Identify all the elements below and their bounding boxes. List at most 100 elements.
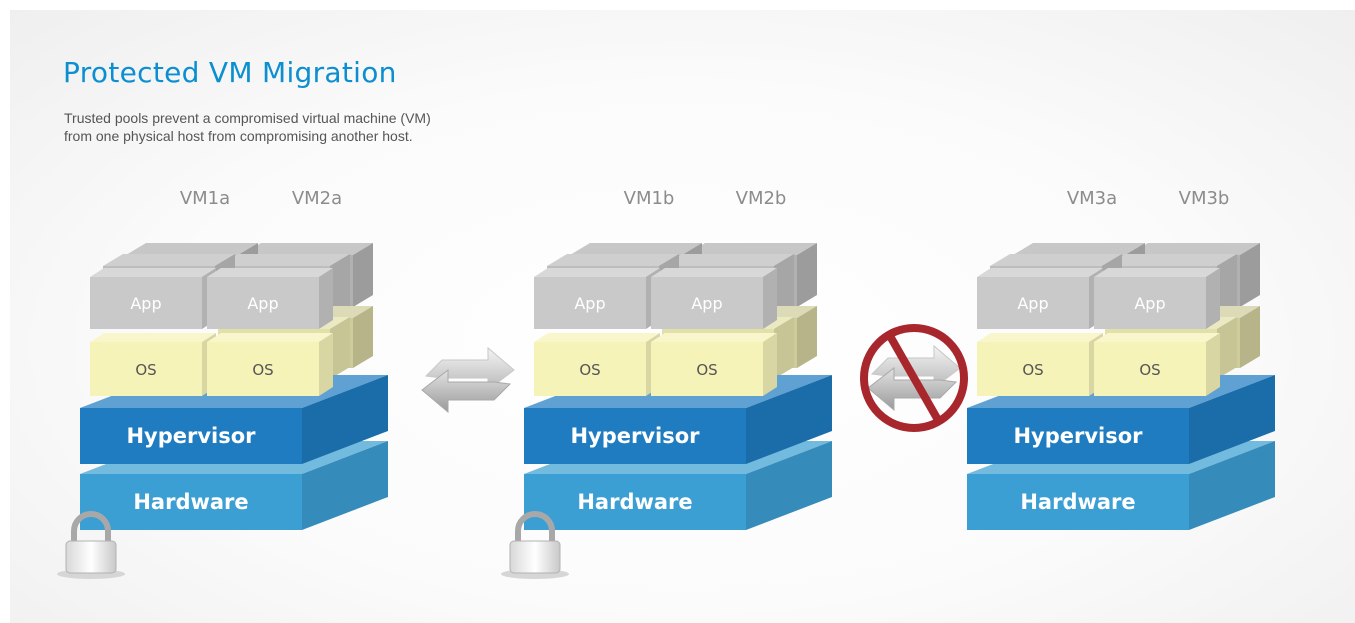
- host-1-hardware-label: Hardware: [133, 490, 248, 514]
- host-1-app-back-1-0-top: [103, 254, 235, 266]
- page-subtitle: Trusted pools prevent a compromised virt…: [64, 109, 584, 145]
- host-2-os-block-2-front: [651, 342, 763, 396]
- host-1-app-block-2-front: [207, 277, 319, 329]
- host-1-os-block-1-front: [90, 342, 202, 396]
- host-3-app-back-2-1-side: [1240, 243, 1260, 307]
- host-3-os-block-1: [977, 333, 1103, 396]
- host-3-app-block-2-top: [1094, 268, 1220, 277]
- host-1-os-block-2-top: [207, 333, 333, 342]
- host-2-hardware-layer-front: [524, 474, 746, 530]
- host-1-os-block-2: [207, 333, 333, 396]
- host-2-app-block-1-front: [534, 277, 646, 329]
- host-1-app-block-2: [207, 268, 333, 329]
- host-1-os-block-1-top: [90, 333, 216, 342]
- host-1-hardware-layer-front: [80, 474, 302, 530]
- host-3-hypervisor-label: Hypervisor: [1013, 424, 1143, 448]
- host-2-hypervisor-layer-side: [746, 375, 832, 464]
- host-2-app-block-2-side: [763, 268, 777, 329]
- host-2-app-back-2-1-side: [797, 243, 817, 307]
- host-3-app-back-1-1-side: [1217, 254, 1237, 318]
- migration-1-bidirectional-arrow-icon-right-head: [424, 346, 515, 392]
- host-1-os-back-1-side: [330, 317, 350, 379]
- host-1-padlock-icon: [57, 511, 125, 579]
- host-3-hardware-layer-front: [967, 474, 1189, 530]
- host-1-app-back-2-0-top: [126, 243, 258, 255]
- vm-label-vm2b: VM2b: [736, 188, 787, 209]
- host-2-app-back-1-0-top: [547, 254, 679, 266]
- vm-label-vm3b: VM3b: [1179, 188, 1230, 209]
- host-3-os-block-1-front: [977, 342, 1089, 396]
- host-2-os-block-2-top: [651, 333, 777, 342]
- host-3-app-block-1: [977, 268, 1103, 329]
- host-1-app-back-1-1-side: [330, 254, 350, 318]
- host-1-app-block-1-top: [90, 268, 216, 277]
- host-3-app-block-2-front: [1094, 277, 1206, 329]
- host-2-os-block-1-top: [534, 333, 660, 342]
- host-1-app-block-1-front: [90, 277, 202, 329]
- host-3-app-block-1-top: [977, 268, 1103, 277]
- host-2-app-block-2-front: [651, 277, 763, 329]
- host-1-app-block-2-side: [319, 268, 333, 329]
- vm-label-vm1b: VM1b: [624, 188, 675, 209]
- host-3-os-label-1: OS: [1022, 361, 1043, 379]
- subtitle-line-1: Trusted pools prevent a compromised virt…: [64, 110, 431, 126]
- host-2-hardware-label: Hardware: [577, 490, 692, 514]
- page-title: Protected VM Migration: [63, 56, 397, 89]
- host-3-os-block-2-front: [1094, 342, 1206, 396]
- host-2-os-back-2-side: [797, 306, 817, 368]
- host-2-app-block-2: [651, 268, 777, 329]
- host-1-hypervisor-layer-front: [80, 408, 302, 464]
- host-2-hypervisor-layer-front: [524, 408, 746, 464]
- padlock-shackle: [515, 511, 555, 543]
- host-3-hypervisor-layer-side: [1189, 375, 1275, 464]
- host-1-os-block-2-side: [319, 333, 333, 396]
- vm-label-vm1a: VM1a: [180, 188, 230, 209]
- host-3-app-back-2-1-top: [1128, 243, 1260, 255]
- host-3-os-back-1-side: [1217, 317, 1237, 379]
- host-3-app-back-1-0-top: [990, 254, 1122, 266]
- host-2-os-label-1: OS: [579, 361, 600, 379]
- host-3-os-block-2-side: [1206, 333, 1220, 396]
- host-2-app-label-1: App: [574, 294, 605, 313]
- host-1-os-label-1: OS: [135, 361, 156, 379]
- host-2-app-back-1-1-top: [662, 254, 794, 266]
- host-1-hardware-layer-side: [302, 441, 388, 530]
- host-1-os-block-2-front: [207, 342, 319, 396]
- host-2-os-back-1-side: [774, 317, 794, 379]
- host-2-app-block-1: [534, 268, 660, 329]
- padlock-body: [509, 540, 561, 574]
- host-1-app-back-2-1-top: [241, 243, 373, 255]
- host-2-app-block-2-top: [651, 268, 777, 277]
- host-2-app-back-2-1-top: [685, 243, 817, 255]
- host-3-app-back-1-1-top: [1105, 254, 1237, 266]
- migration-1-bidirectional-arrow-icon: [421, 346, 515, 414]
- host-3-hardware-label: Hardware: [1020, 490, 1135, 514]
- migration-2-prohibited-icon: [860, 324, 968, 432]
- host-1-app-label-1: App: [130, 294, 161, 313]
- prohibited-slash: [886, 334, 942, 422]
- host-3-hardware-layer-side: [1189, 441, 1275, 530]
- host-2-padlock-icon: [501, 511, 569, 579]
- host-2-app-block-1-top: [534, 268, 660, 277]
- host-2-app-back-2-0-top: [570, 243, 702, 255]
- host-1-app-back-1-1-top: [218, 254, 350, 266]
- migration-1-bidirectional-arrow-icon-left-head: [421, 368, 512, 414]
- host-2-app-label-2: App: [691, 294, 722, 313]
- host-3-app-block-1-front: [977, 277, 1089, 329]
- host-2-hypervisor-label: Hypervisor: [570, 424, 700, 448]
- host-3-hypervisor-layer-front: [967, 408, 1189, 464]
- host-2-os-block-1-front: [534, 342, 646, 396]
- vm-label-vm2a: VM2a: [292, 188, 342, 209]
- host-2-app-back-1-1-side: [774, 254, 794, 318]
- host-3-os-block-1-top: [977, 333, 1103, 342]
- host-3-os-label-2: OS: [1139, 361, 1160, 379]
- host-1-hypervisor-label: Hypervisor: [126, 424, 256, 448]
- vm-label-vm3a: VM3a: [1067, 188, 1117, 209]
- host-3-app-label-2: App: [1134, 294, 1165, 313]
- host-2-hardware-layer-side: [746, 441, 832, 530]
- subtitle-line-2: from one physical host from compromising…: [64, 128, 413, 144]
